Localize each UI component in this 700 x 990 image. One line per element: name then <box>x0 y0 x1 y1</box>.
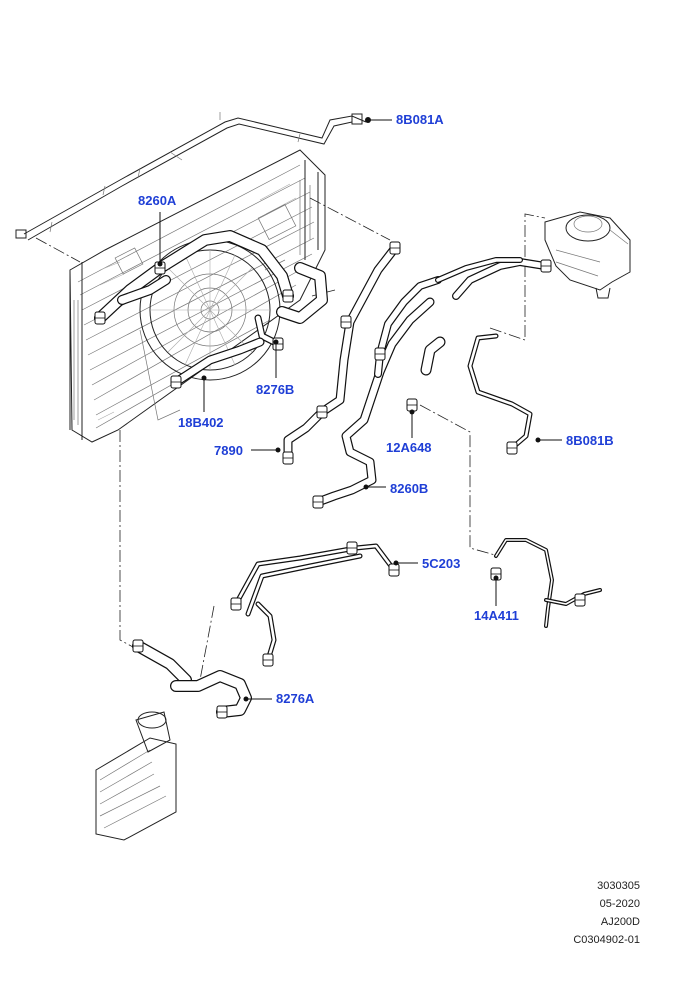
hose-5c203-fill <box>234 544 396 606</box>
hose-clamp-18 <box>230 597 242 611</box>
callout-8276B[interactable]: 8276B <box>256 382 295 397</box>
hose-7890-fill <box>284 244 399 462</box>
hose-clamp-6 <box>282 451 294 465</box>
hose-12a648-fill <box>421 337 445 375</box>
hose-clamp-20 <box>574 593 586 607</box>
callout-5C203[interactable]: 5C203 <box>422 556 461 571</box>
callout-14A411[interactable]: 14A411 <box>474 608 519 623</box>
hose-14a411-fill <box>495 539 553 627</box>
doc-model: AJ200D <box>600 916 640 928</box>
hose-clamp-15 <box>340 315 352 329</box>
doc-code-1: 3030305 <box>597 880 640 892</box>
hose-8260a-fill <box>95 231 293 323</box>
hose-upper-center-fill <box>436 258 522 282</box>
harness-top <box>15 112 371 241</box>
hose-clamp-4 <box>170 375 182 389</box>
hose-5c203-b-fill <box>246 554 362 616</box>
hose-clamp-17 <box>374 347 386 361</box>
hose-upper-right-fill <box>277 263 327 323</box>
hose-clamp-19 <box>346 541 358 555</box>
hose-8b081b-fill <box>468 334 532 450</box>
callout-8B081B[interactable]: 8B081B <box>566 433 614 448</box>
hose-8276a-fill <box>171 671 251 717</box>
hose-clamp-9 <box>506 441 518 455</box>
hose-8260a-lower-fill <box>118 276 170 304</box>
hose-18b402-fill <box>172 338 264 386</box>
hose-clamp-0 <box>94 311 106 325</box>
doc-date: 05-2020 <box>599 898 640 910</box>
hose-clamp-11 <box>262 653 274 667</box>
hose-clamp-13 <box>216 705 228 719</box>
hose-clamp-2 <box>282 289 294 303</box>
hose-clamp-5 <box>389 241 401 255</box>
callout-8B081A[interactable]: 8B081A <box>396 112 444 127</box>
callout-8260B[interactable]: 8260B <box>390 481 429 496</box>
hose-clamp-7 <box>312 495 324 509</box>
expansion-tank <box>544 211 631 299</box>
callout-18B402[interactable]: 18B402 <box>178 415 224 430</box>
callout-leaders <box>157 119 562 702</box>
callout-8260A[interactable]: 8260A <box>138 193 177 208</box>
callout-8276A[interactable]: 8276A <box>276 691 315 706</box>
hose-tank-fill <box>453 259 548 299</box>
coolant-hoses <box>94 230 602 719</box>
doc-code-2: C0304902-01 <box>573 934 640 946</box>
callout-7890[interactable]: 7890 <box>214 443 243 458</box>
callout-12A648[interactable]: 12A648 <box>386 440 432 455</box>
hose-clamp-8 <box>406 398 418 412</box>
hose-clamp-12 <box>132 639 144 653</box>
hose-clamp-10 <box>388 563 400 577</box>
hose-5c203-c-fill <box>256 602 276 662</box>
hose-clamp-14 <box>540 259 552 273</box>
hose-8260b-fill <box>314 298 434 506</box>
hose-clamp-16 <box>316 405 328 419</box>
hose-8276a-top-fill <box>133 641 191 685</box>
charge-air-cooler <box>95 711 177 841</box>
